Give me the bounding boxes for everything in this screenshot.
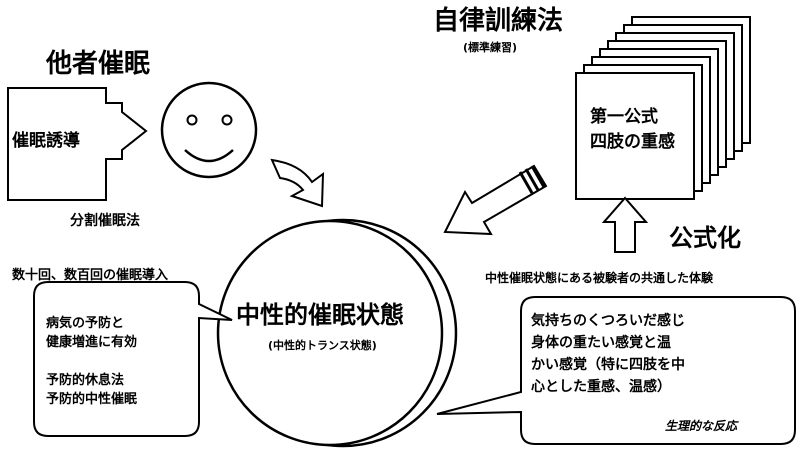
formalize-label: 公式化: [669, 224, 741, 252]
bubble-left-line2: 健康増進に有効: [46, 335, 138, 350]
physiological-reaction-caption: 生理的な反応: [665, 419, 738, 433]
autogenic-training-title: 自律訓練法: [433, 6, 564, 36]
bubble-right-line1: 気持ちのくつろいだ感じ: [531, 313, 685, 329]
bubble-left-line3: 予防的休息法: [46, 373, 125, 388]
bubble-right-line2: 身体の重たい感覚と温: [531, 335, 671, 351]
smiley-face-icon: [160, 81, 258, 179]
neutral-hypnotic-state-title: 中性的催眠状態: [236, 301, 404, 329]
diagonal-arrow-icon: [443, 164, 548, 236]
induction-box-label: 催眠誘導: [12, 131, 80, 151]
bubble-right-line4: 心とした重感、温感）: [531, 379, 671, 395]
hetero-hypnosis-title: 他者催眠: [46, 49, 151, 79]
document-stack-icon: [575, 16, 751, 200]
bubble-left-line1: 病気の予防と: [46, 316, 125, 331]
induction-count-note: 数十回、数百回の催眠導入: [12, 268, 169, 283]
shared-experience-label: 中性催眠状態にある被験者の共通した体験: [485, 271, 714, 285]
curved-arrow-icon: [270, 158, 325, 208]
split-hypnosis-caption: 分割催眠法: [70, 213, 140, 229]
bubble-left-line4: 予防的中性催眠: [46, 392, 138, 407]
neutral-trance-subtitle: (中性的トランス状態): [268, 339, 377, 352]
first-formula-line1: 第一公式: [590, 107, 658, 127]
up-arrow-icon: [601, 196, 649, 253]
induction-box: [7, 87, 148, 201]
bubble-right-line3: かい感覚（特に四肢を中: [531, 357, 685, 373]
state-circle: [216, 218, 458, 448]
standard-exercise-subtitle: (標準練習): [463, 41, 518, 54]
first-formula-line2: 四肢の重感: [590, 132, 675, 152]
speech-bubble-left: [33, 281, 233, 437]
speech-bubble-right: [436, 296, 796, 445]
